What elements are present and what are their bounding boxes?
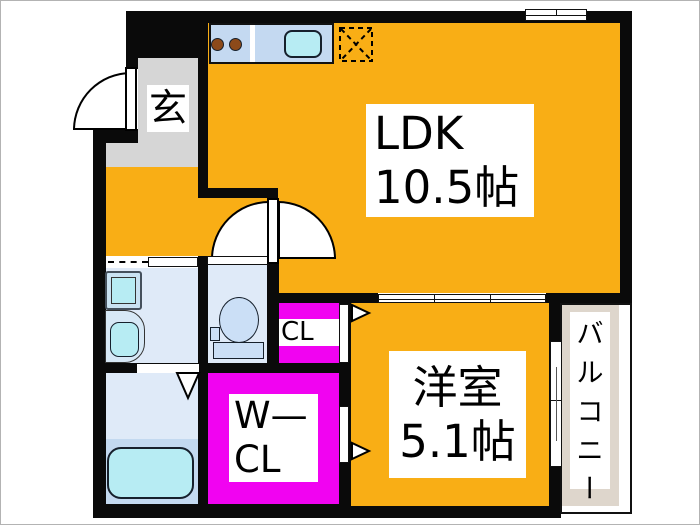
kitchen-sink (284, 30, 322, 58)
ldk-door-leaf (267, 198, 279, 264)
bathroom-door-triangle (175, 372, 201, 401)
closet-door-panel (339, 304, 349, 363)
wall-top (126, 11, 632, 23)
vanity-sink-bowl (110, 322, 139, 357)
stove-burner-left (211, 38, 224, 51)
wall-right (620, 11, 632, 303)
washroom-door-track (108, 261, 148, 263)
entrance-door-leaf (125, 67, 137, 131)
wall-hall-top (198, 188, 278, 198)
wall-middle-horizontal (93, 363, 351, 373)
wall-bottom (93, 504, 561, 518)
wall-top-left-block (126, 11, 198, 58)
wall-entrance-stub (126, 56, 138, 69)
ldk-bedroom-window (378, 294, 546, 303)
walk-in-closet-door-triangle (351, 441, 372, 461)
entrance-label-text: 玄 (148, 86, 187, 131)
wall-hall-ldk (198, 23, 208, 188)
toilet-tank (213, 342, 264, 359)
hallway (106, 167, 208, 263)
ldk-top-window (525, 9, 587, 21)
ldk-size: 10.5帖 (374, 160, 520, 214)
walk-in-closet-label-line1: W— (234, 394, 308, 438)
bathtub (107, 447, 194, 499)
ldk-name: LDK (374, 107, 464, 161)
ldk-label: LDK 10.5帖 (366, 104, 534, 217)
wall-toilet-closet (267, 263, 279, 363)
closet-door-triangle (351, 303, 372, 323)
toilet-bowl (219, 297, 259, 343)
bedroom-label: 洋室 5.1帖 (389, 351, 526, 478)
balcony-window (550, 341, 562, 467)
toilet-flush-button (210, 327, 220, 341)
walk-in-closet-door-panel (339, 406, 349, 463)
entrance-area-lower (106, 141, 198, 167)
wall-ldk-closet (267, 293, 378, 303)
stove-burner-right (229, 38, 242, 51)
vanity-mirror-cabinet (105, 271, 142, 310)
balcony-label: バルコニー (570, 312, 610, 501)
entrance-door-swing-arc (73, 72, 131, 130)
bathroom-door-opening (137, 364, 199, 373)
wall-ldk-balcony (546, 293, 632, 303)
walk-in-closet-label: W— CL (229, 394, 318, 482)
washroom-door-panel (148, 257, 198, 267)
closet-label: CL (281, 317, 314, 348)
toilet-door-panel (207, 256, 269, 265)
bedroom-size: 5.1帖 (399, 414, 516, 468)
walk-in-closet-label-line2: CL (234, 438, 281, 481)
closet-label-band: CL (279, 317, 339, 348)
wall-column-divider (198, 256, 208, 504)
entrance-label: 玄 (147, 85, 189, 132)
refrigerator-symbol (339, 27, 373, 62)
kitchen-counter-divider (250, 25, 255, 62)
vanity-mirror (111, 277, 136, 304)
bedroom-name: 洋室 (412, 361, 503, 415)
wall-left (93, 129, 106, 518)
